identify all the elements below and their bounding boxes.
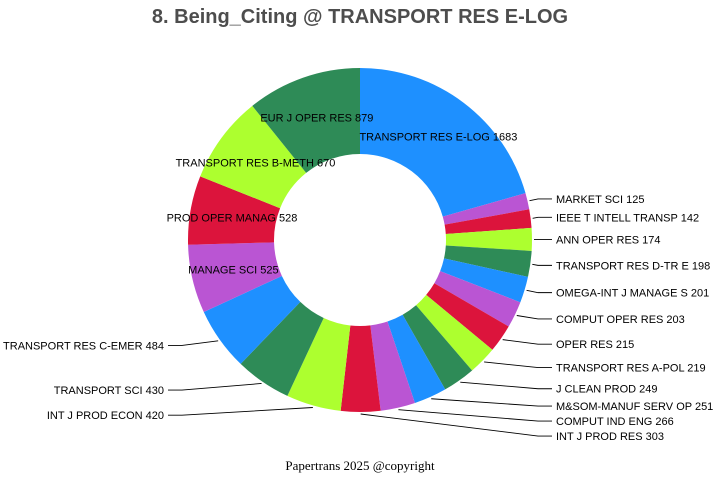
label-market-sci: MARKET SCI 125 (556, 194, 644, 206)
label-transport-res-a-pol: TRANSPORT RES A-POL 219 (556, 363, 706, 375)
leader-transport-res-d-tr-e (532, 263, 552, 266)
slice-int-j-prod-res (340, 325, 381, 412)
slice-prod-oper-manag (188, 176, 281, 245)
slice-oper-res (426, 283, 509, 350)
label-prod-oper-manag: PROD OPER MANAG 528 (167, 212, 298, 224)
label-transport-res-b-meth: TRANSPORT RES B-METH 670 (176, 158, 336, 170)
leader-j-clean-prod (460, 381, 552, 390)
slice-transport-res-e-log (360, 68, 526, 217)
leader-comput-oper-res (516, 315, 552, 320)
slice-transport-res-a-pol (416, 294, 493, 371)
slice-transport-res-d-tr-e (444, 245, 532, 277)
leader-transport-sci (168, 383, 262, 391)
slice-transport-sci (240, 301, 324, 396)
slice-comput-oper-res (434, 271, 521, 327)
label-omega-int-j-manage-s: OMEGA-INT J MANAGE S 201 (556, 288, 709, 300)
leader-transport-res-a-pol (484, 361, 552, 369)
label-eur-j-oper-res: EUR J OPER RES 879 (260, 112, 373, 124)
leader-oper-res (502, 339, 552, 345)
slice-int-j-prod-econ (287, 317, 351, 411)
copyright-footer: Papertrans 2025 @copyright (285, 458, 435, 473)
chart-leader-lines (168, 198, 552, 437)
leader-omega-int-j-manage-s (526, 289, 552, 294)
leader-transport-res-c-emer (168, 340, 219, 346)
chart-title: 8. Being_Citing @ TRANSPORT RES E-LOG (151, 6, 569, 28)
slice-j-clean-prod (402, 305, 473, 390)
label-transport-sci: TRANSPORT SCI 430 (54, 385, 164, 397)
slice-transport-res-b-meth (200, 105, 307, 209)
slice-ieee-t-intell-transp (444, 209, 532, 234)
label-transport-res-c-emer: TRANSPORT RES C-EMER 484 (3, 340, 164, 352)
slice-manage-sci (188, 242, 282, 312)
leader-ieee-t-intell-transp (532, 216, 552, 219)
label-int-j-prod-res: INT J PROD RES 303 (556, 431, 664, 443)
leader-int-j-prod-res (360, 413, 552, 437)
slice-m-som-manuf-serv-op (387, 314, 446, 403)
label-comput-ind-eng: COMPUT IND ENG 266 (556, 416, 674, 428)
leader-market-sci (529, 198, 552, 202)
slice-eur-j-oper-res (252, 68, 360, 173)
slice-ann-oper-res (445, 227, 532, 251)
label-manage-sci: MANAGE SCI 525 (188, 265, 278, 277)
label-oper-res: OPER RES 215 (556, 339, 634, 351)
label-transport-res-d-tr-e: TRANSPORT RES D-TR E 198 (556, 260, 710, 272)
slice-comput-ind-eng (370, 321, 415, 411)
leader-m-som-manuf-serv-op (431, 398, 552, 407)
label-j-clean-prod: J CLEAN PROD 249 (556, 384, 657, 396)
slice-transport-res-c-emer (203, 275, 301, 364)
label-comput-oper-res: COMPUT OPER RES 203 (556, 314, 685, 326)
label-int-j-prod-econ: INT J PROD ECON 420 (47, 410, 164, 422)
label-m-som-manuf-serv-op: M&SOM-MANUF SERV OP 251 (556, 401, 713, 413)
slice-omega-int-j-manage-s (440, 258, 529, 303)
label-ann-oper-res: ANN OPER RES 174 (556, 234, 661, 246)
leader-int-j-prod-econ (168, 407, 313, 416)
slice-market-sci (442, 193, 530, 225)
chart-slices (188, 68, 532, 412)
label-transport-res-e-log: TRANSPORT RES E-LOG 1683 (359, 131, 517, 143)
leader-comput-ind-eng (398, 409, 552, 422)
label-ieee-t-intell-transp: IEEE T INTELL TRANSP 142 (556, 212, 699, 224)
